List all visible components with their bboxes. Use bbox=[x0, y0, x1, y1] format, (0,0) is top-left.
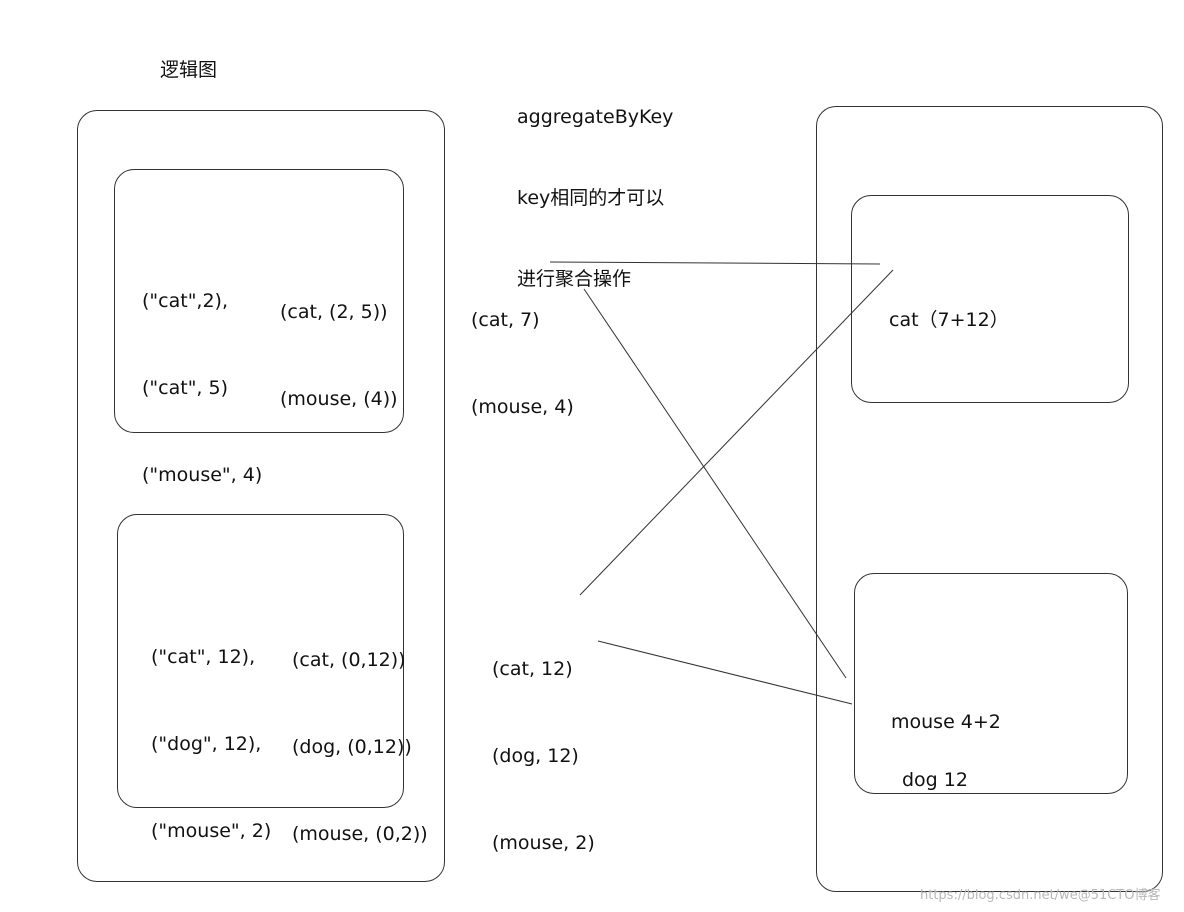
logical-diagram-title: 逻辑图 bbox=[160, 59, 218, 81]
connector-mouse4-to-mouse bbox=[583, 288, 847, 679]
left-rdd-container bbox=[77, 110, 445, 882]
record: ("mouse", 2) bbox=[151, 820, 272, 842]
connector-dog12-to-dog bbox=[597, 640, 853, 705]
partial-result-1: (cat, 7) (mouse, 4) bbox=[471, 248, 574, 451]
aggregated-record: dog 12 bbox=[902, 769, 968, 791]
aggregated-record: cat（7+12） bbox=[889, 309, 1009, 331]
partial-record: (dog, 12) bbox=[492, 745, 579, 767]
operation-note-line: key相同的才可以 bbox=[517, 187, 665, 209]
partial-result-2: (cat, 12) (dog, 12) (mouse, 2) bbox=[492, 597, 595, 887]
watermark: https://blog.csdn.net/we@51CTO博客 bbox=[920, 888, 1161, 903]
partial-record: (mouse, 2) bbox=[492, 832, 595, 854]
partial-record: (cat, 12) bbox=[492, 658, 573, 680]
record: (dog, (0,12)) bbox=[292, 736, 412, 758]
aggregated-record: mouse 4+2 bbox=[891, 711, 1001, 733]
right-partition-2 bbox=[854, 573, 1128, 794]
partition-1-input-records: ("cat",2), ("cat", 5) ("mouse", 4) bbox=[142, 229, 262, 519]
left-partition-1 bbox=[114, 169, 404, 433]
record: ("cat",2), bbox=[142, 290, 229, 312]
operation-note-line: aggregateByKey bbox=[517, 106, 674, 128]
record: (cat, (2, 5)) bbox=[280, 301, 388, 323]
left-partition-2 bbox=[117, 514, 404, 808]
partition-2-input-records: ("cat", 12), ("dog", 12), ("mouse", 2) bbox=[151, 585, 271, 875]
record: (cat, (0,12)) bbox=[292, 649, 406, 671]
record: (mouse, (0,2)) bbox=[292, 823, 428, 845]
record: ("cat", 12), bbox=[151, 646, 256, 668]
right-partition-2-result-mouse: mouse 4+2 bbox=[891, 650, 1001, 766]
partition-1-grouped-records: (cat, (2, 5)) (mouse, (4)) bbox=[280, 240, 398, 443]
partial-record: (mouse, 4) bbox=[471, 396, 574, 418]
right-partition-1-result: cat（7+12） bbox=[889, 248, 1009, 364]
record: ("cat", 5) bbox=[142, 377, 229, 399]
partition-2-grouped-records: (cat, (0,12)) (dog, (0,12)) (mouse, (0,2… bbox=[292, 588, 428, 878]
right-partition-2-result-dog: dog 12 bbox=[902, 708, 968, 824]
record: ("mouse", 4) bbox=[142, 464, 263, 486]
record: ("dog", 12), bbox=[151, 733, 262, 755]
record: (mouse, (4)) bbox=[280, 388, 398, 410]
partial-record: (cat, 7) bbox=[471, 309, 540, 331]
